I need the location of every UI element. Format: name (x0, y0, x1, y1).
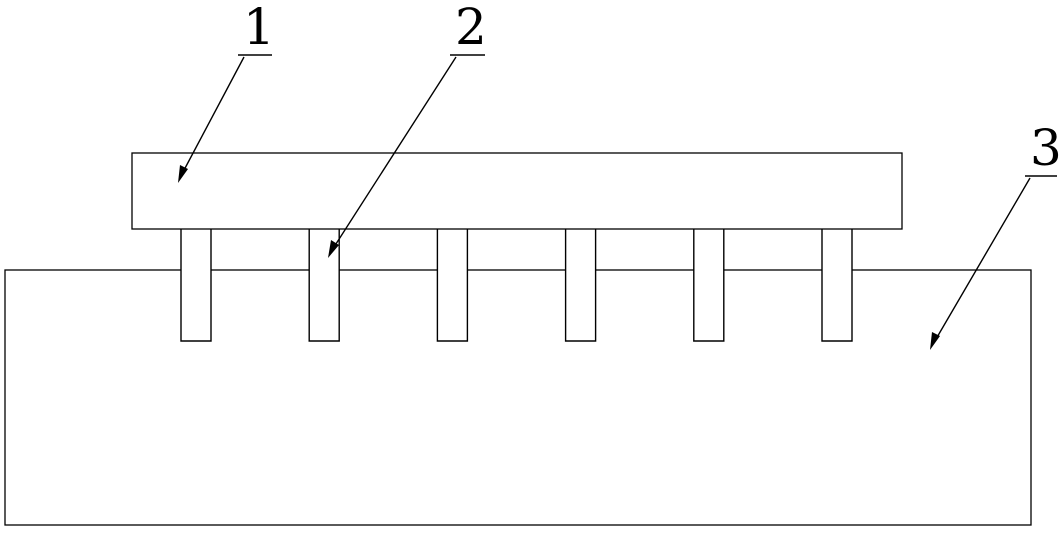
support-post-fill (822, 229, 852, 341)
support-post-fill (181, 229, 211, 341)
support-post-fill (565, 229, 596, 341)
arrowhead-3 (930, 332, 940, 350)
support-post (308, 229, 340, 342)
support-post-fill (693, 229, 724, 341)
leader-line-3 (935, 177, 1031, 340)
support-post (180, 229, 212, 342)
support-posts (180, 229, 853, 342)
support-post (436, 229, 469, 342)
callout-label-2: 2 (455, 0, 487, 56)
callout-label-1: 1 (243, 0, 275, 56)
leader-line-2 (333, 56, 457, 248)
support-post (693, 229, 725, 342)
callout-2: 2 (328, 0, 487, 258)
arrowhead-2 (328, 240, 339, 258)
support-post-fill (437, 229, 468, 341)
top-plate (131, 152, 903, 230)
callout-label-3: 3 (1030, 119, 1062, 177)
support-post (564, 229, 597, 342)
callout-1: 1 (178, 0, 275, 183)
arrowhead-1 (178, 165, 188, 183)
support-post (821, 229, 853, 342)
base-block (4, 269, 1032, 526)
callout-3: 3 (930, 119, 1062, 350)
leader-line-1 (182, 56, 245, 173)
